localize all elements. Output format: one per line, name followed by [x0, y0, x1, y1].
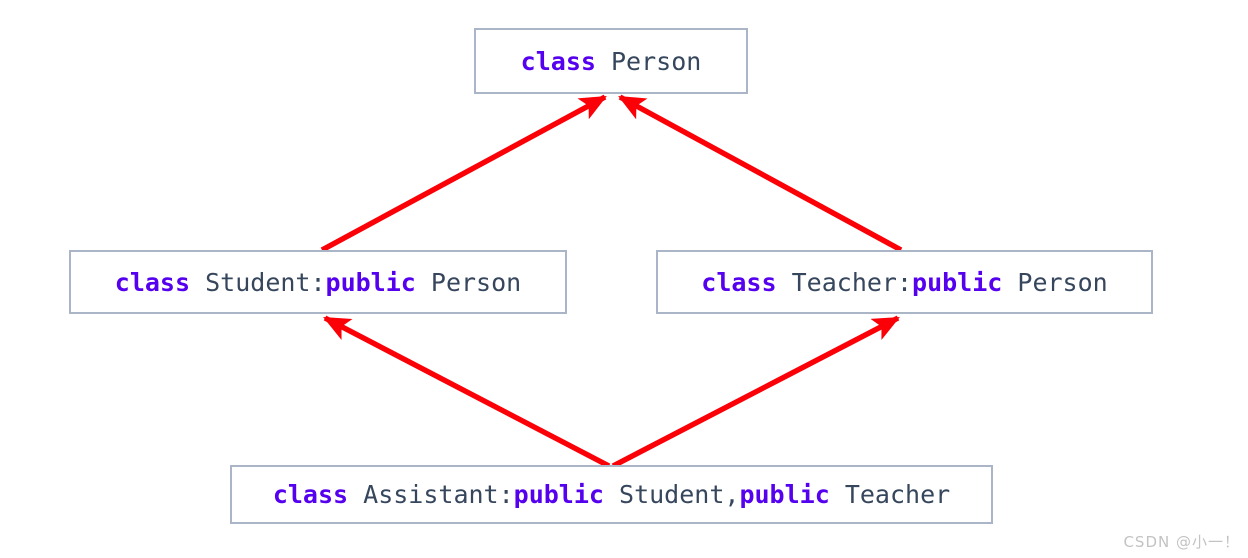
space — [416, 268, 431, 297]
class-node-person[interactable]: class Person — [474, 28, 748, 94]
arrow-assistant-to-teacher — [611, 315, 900, 469]
base-class-name-second: Teacher — [844, 480, 951, 509]
class-node-person-text: class Person — [521, 47, 702, 76]
keyword-public: public — [912, 267, 1003, 297]
class-node-assistant-text: class Assistant:public Student,public Te… — [273, 480, 950, 509]
space — [348, 480, 363, 509]
class-name: Teacher: — [791, 267, 913, 297]
arrow-assistant-to-student — [323, 315, 611, 469]
keyword-public-second: public — [739, 480, 830, 509]
class-node-student[interactable]: class Student:public Person — [69, 250, 567, 314]
keyword-class: class — [701, 267, 777, 297]
class-node-teacher[interactable]: class Teacher:public Person — [656, 250, 1153, 314]
space — [190, 268, 205, 297]
space — [596, 47, 611, 76]
keyword-class: class — [114, 267, 191, 297]
keyword-class: class — [520, 46, 596, 76]
space — [1002, 268, 1017, 297]
class-node-assistant[interactable]: class Assistant:public Student,public Te… — [230, 465, 993, 524]
keyword-public: public — [325, 267, 416, 297]
class-node-student-text: class Student:public Person — [115, 268, 521, 297]
class-node-teacher-text: class Teacher:public Person — [701, 268, 1107, 297]
class-name: Student: — [205, 267, 326, 297]
base-class-name-first: Student, — [619, 480, 740, 509]
arrow-teacher-to-person — [618, 94, 903, 253]
space — [777, 268, 792, 297]
space — [604, 480, 619, 509]
space — [830, 480, 845, 509]
arrow-student-to-person — [320, 94, 607, 253]
keyword-public-first: public — [513, 480, 604, 509]
base-class-name: Person — [1017, 267, 1108, 297]
class-name: Assistant: — [363, 480, 514, 509]
csdn-watermark: CSDN @小一！ — [1123, 533, 1240, 551]
base-class-name: Person — [430, 267, 522, 297]
keyword-class: class — [272, 480, 349, 509]
class-name: Person — [611, 46, 702, 76]
